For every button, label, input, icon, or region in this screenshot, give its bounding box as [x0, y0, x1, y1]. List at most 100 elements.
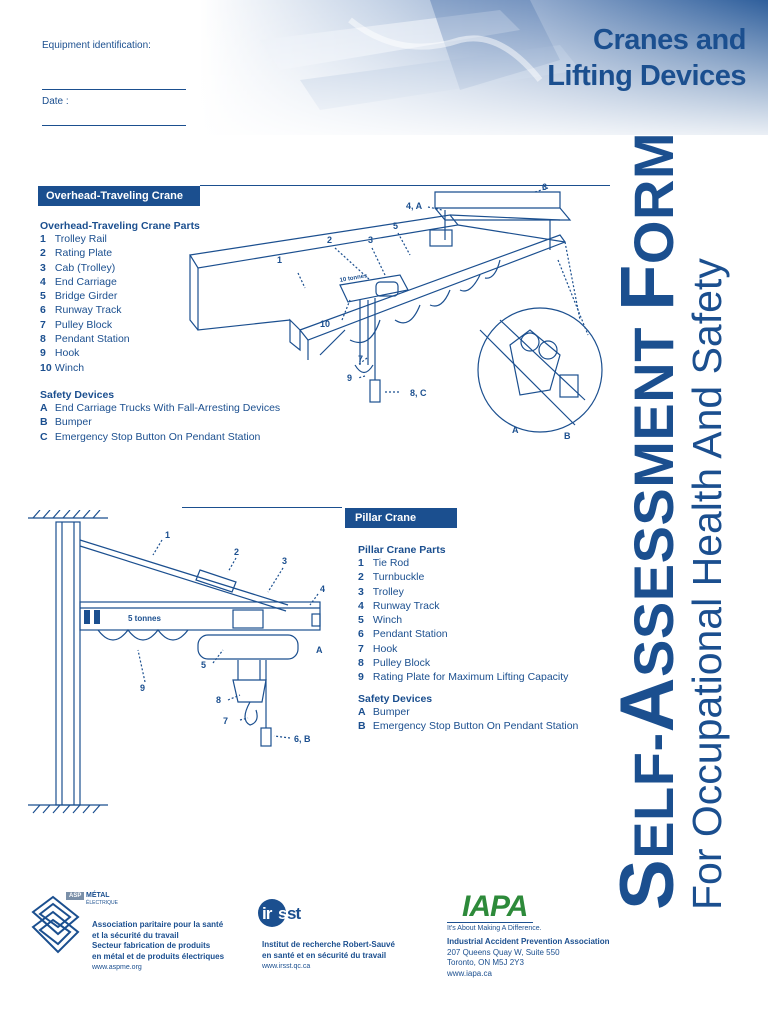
pillar-plate: 5 tonnes	[128, 614, 161, 623]
logo-text-line: en métal et de produits électriques	[92, 951, 225, 961]
header-photo	[200, 0, 768, 135]
list-item: 9 Hook	[40, 346, 280, 360]
irsst-url[interactable]: www.irsst.qc.ca	[262, 963, 311, 970]
overhead-label-2: 2	[327, 235, 332, 245]
iapa-tagline: It's About Making A Difference.	[447, 925, 542, 932]
list-item-number: 2	[358, 571, 364, 584]
overhead-label-5: 5	[393, 221, 398, 231]
list-item-number: 6	[358, 628, 364, 641]
list-item: A End Carriage Trucks With Fall-Arrestin…	[40, 401, 280, 415]
list-item-number: 2	[40, 247, 46, 260]
asp-brand-2: ÉLECTRIQUE	[86, 900, 118, 906]
asp-brand-1: MÉTAL	[86, 892, 110, 899]
pillar-label-3: 3	[282, 556, 287, 566]
pillar-label-8: 8	[216, 695, 221, 705]
list-item: 6 Runway Track	[40, 303, 280, 317]
list-item-label: End Carriage Trucks With Fall-Arresting …	[54, 401, 281, 414]
asp-url[interactable]: www.aspme.org	[92, 964, 142, 971]
list-item: 8 Pendant Station	[40, 332, 280, 346]
list-item-label: End Carriage	[54, 275, 117, 288]
list-item-number: 7	[358, 642, 364, 655]
logo-text-line: Association paritaire pour la santé	[92, 920, 224, 929]
list-item-number: 9	[40, 347, 46, 360]
list-item-number: 6	[40, 304, 46, 317]
overhead-label-3: 3	[368, 235, 373, 245]
list-item-number: A	[358, 705, 366, 718]
irsst-logo-s: s	[278, 904, 288, 923]
list-item-label: Emergency Stop Button On Pendant Station	[54, 430, 261, 443]
list-item-number: 8	[40, 333, 46, 346]
list-item-number: B	[358, 719, 366, 732]
pillar-label-9: 9	[140, 683, 145, 693]
overhead-label-1: 1	[277, 255, 282, 265]
list-item-number: 1	[40, 233, 46, 245]
list-item: 5 Bridge Girder	[40, 289, 280, 303]
pillar-label-1: 1	[165, 530, 170, 540]
logo-text-line: en santé et en sécurité du travail	[262, 950, 387, 960]
list-item: B Bumper	[40, 415, 280, 429]
pillar-label-4: 4	[320, 584, 325, 594]
overhead-parts-list: Overhead-Traveling Crane Parts 1 Trolley…	[40, 220, 280, 444]
list-item: 3 Trolley	[358, 585, 578, 599]
list-item-label: Emergency Stop Button On Pendant Station	[372, 719, 579, 732]
iapa-address-1: 207 Queens Quay W, Suite 550	[447, 947, 560, 957]
pillar-label-7: 7	[223, 716, 228, 726]
overhead-divider	[200, 185, 610, 186]
overhead-box-title: Overhead-Traveling Crane	[38, 186, 200, 206]
list-item: 1 Trolley Rail	[40, 232, 280, 246]
list-item-label: Bumper	[372, 705, 410, 718]
list-item-label: Rating Plate for Maximum Lifting Capacit…	[372, 671, 569, 684]
list-item-number: 5	[358, 614, 364, 627]
list-item-label: Hook	[54, 347, 80, 360]
list-item-label: Rating Plate	[54, 247, 113, 260]
title-line-1: Cranes and	[593, 24, 746, 56]
overhead-safety: A End Carriage Trucks With Fall-Arrestin…	[40, 401, 280, 444]
list-item: A Bumper	[358, 705, 578, 719]
list-item: B Emergency Stop Button On Pendant Stati…	[358, 719, 578, 733]
pillar-label-2: 2	[234, 547, 239, 557]
date-label: Date :	[42, 96, 69, 107]
equipment-id-line[interactable]	[42, 89, 186, 90]
list-item-label: Runway Track	[54, 304, 122, 317]
pillar-parts-heading: Pillar Crane Parts	[358, 544, 446, 556]
list-item: 3 Cab (Trolley)	[40, 261, 280, 275]
overhead-label-6: 6	[542, 182, 547, 192]
list-item-label: Pulley Block	[54, 318, 113, 331]
list-item-number: 3	[358, 585, 364, 598]
overhead-label-a: A	[512, 425, 519, 435]
list-item: 10 Winch	[40, 361, 280, 375]
vertical-title-sub: For Occupational Health And Safety	[684, 258, 730, 910]
list-item-number: A	[40, 401, 48, 414]
pillar-safety-heading: Safety Devices	[358, 692, 433, 705]
irsst-logo-prefix: ir	[262, 904, 272, 923]
list-item-number: 4	[358, 599, 364, 612]
date-line[interactable]	[42, 125, 186, 126]
irsst-logo-suffix: st	[287, 904, 301, 923]
pillar-label-6b: 6, B	[294, 734, 311, 744]
overhead-crane-diagram: 1 2 3 4, A 5 6 7 10 9 8, C A B 10 tonnes	[189, 182, 603, 441]
equipment-id-label: Equipment identification:	[42, 40, 151, 51]
list-item: 7 Hook	[358, 642, 578, 656]
list-item-number: 1	[358, 557, 364, 569]
iapa-name: Industrial Accident Prevention Associati…	[447, 937, 610, 946]
list-item-label: Runway Track	[372, 599, 440, 612]
overhead-label-9: 9	[347, 373, 352, 383]
overhead-label-10: 10	[320, 319, 330, 329]
overhead-label-8c: 8, C	[410, 388, 427, 398]
list-item-number: C	[40, 430, 48, 443]
overhead-parts-heading: Overhead-Traveling Crane Parts	[40, 220, 200, 232]
list-item-number: 3	[40, 261, 46, 274]
list-item-label: Tie Rod	[372, 557, 410, 569]
pillar-crane-diagram: 1 2 3 4 A 5 9 8 7 6, B 5 tonnes	[28, 510, 325, 814]
list-item-label: Hook	[372, 642, 398, 655]
list-item: 2 Rating Plate	[40, 246, 280, 260]
iapa-logo-rule	[447, 922, 533, 923]
logo-text-line: Institut de recherche Robert-Sauvé	[262, 940, 395, 949]
iapa-text: Industrial Accident Prevention Associati…	[447, 937, 610, 979]
iapa-url[interactable]: www.iapa.ca	[447, 968, 492, 978]
list-item: 4 Runway Track	[358, 599, 578, 613]
